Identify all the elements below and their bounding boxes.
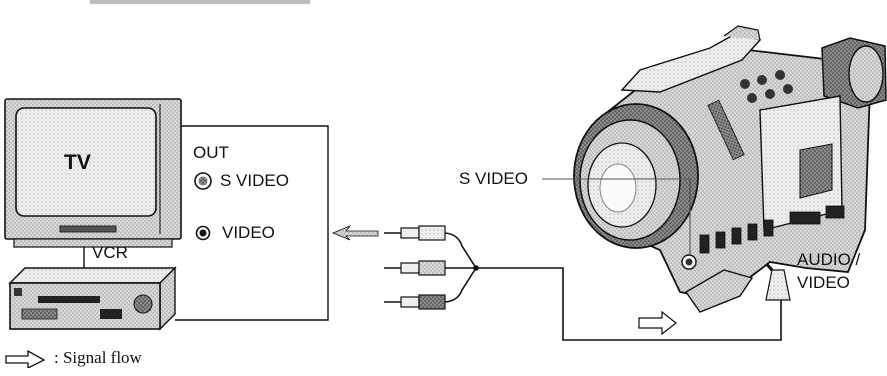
tv-icon (5, 99, 181, 247)
audio-video-label-2: VIDEO (797, 273, 850, 293)
out-label: OUT (193, 143, 229, 163)
signal-arrow-icon (333, 226, 378, 240)
vcr-label: VCR (92, 243, 128, 263)
rca-plug-icon (384, 226, 445, 309)
s-video-jack-label: S VIDEO (220, 171, 289, 191)
tv-label: TV (64, 151, 91, 175)
heading-remnant (90, 0, 310, 4)
s-video-jack-icon (195, 173, 211, 189)
signal-flow-arrow-icon (4, 348, 48, 368)
legend-text: : Signal flow (54, 348, 142, 368)
camcorder-s-video-label: S VIDEO (459, 169, 528, 189)
video-jack-label: VIDEO (222, 223, 275, 243)
vcr-icon (10, 268, 175, 329)
cable-signal-arrow-icon (639, 312, 676, 334)
audio-video-label-1: AUDIO / (797, 250, 860, 270)
video-jack-icon (197, 227, 210, 240)
